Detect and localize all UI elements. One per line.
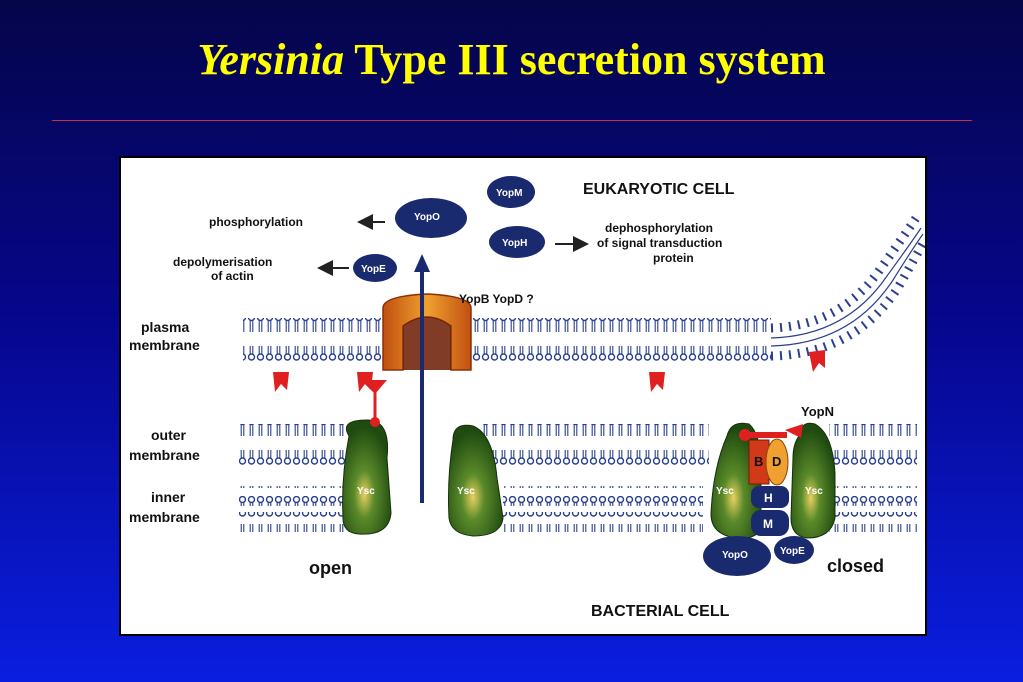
inner-membrane-label-2: membrane — [129, 509, 200, 525]
plasma-membrane — [243, 215, 925, 366]
outer-membrane-label-2: membrane — [129, 447, 200, 463]
yopn-chaperone — [739, 424, 803, 441]
depolymerisation-label-2: of actin — [211, 269, 254, 283]
ysc-open-right: Ysc — [448, 424, 504, 537]
yoph: YopH — [489, 226, 545, 258]
yopn-label: YopN — [801, 404, 834, 419]
diagram-figure: Ysc Ysc Ysc Ysc B D H M — [119, 156, 927, 636]
ysc-label: Ysc — [357, 486, 375, 497]
yope-bottom: YopE — [774, 536, 814, 564]
membrane-marker — [273, 372, 289, 392]
ysc-label: Ysc — [805, 486, 823, 497]
eukaryotic-cell-label: EUKARYOTIC CELL — [583, 181, 735, 198]
plasma-membrane-label-2: membrane — [129, 337, 200, 353]
phosphorylation-label: phosphorylation — [209, 215, 303, 229]
outer-membrane — [239, 424, 917, 470]
ysc-label: Ysc — [716, 486, 734, 497]
bacterial-cell-label: BACTERIAL CELL — [591, 603, 730, 620]
m-label: M — [763, 517, 773, 531]
yopb-yopd-label: YopB YopD ? — [459, 292, 534, 306]
b-label: B — [754, 454, 763, 469]
yope-bottom-label: YopE — [780, 546, 805, 557]
title-rest: Type III secretion system — [344, 35, 826, 84]
dephosphorylation-label-3: protein — [653, 251, 694, 265]
m-protein: M — [751, 510, 789, 536]
membrane-marker — [357, 372, 373, 392]
membrane-marker — [649, 372, 665, 392]
yopo-top: YopO — [395, 198, 467, 238]
yopo-bottom: YopO — [703, 536, 771, 576]
yopm-label: YopM — [496, 188, 522, 199]
yoph-label: YopH — [502, 238, 527, 249]
h-protein: H — [751, 486, 789, 508]
slide-title: Yersinia Type III secretion system — [0, 38, 1023, 82]
dephosphorylation-label-1: dephosphorylation — [605, 221, 713, 235]
title-divider — [52, 120, 972, 121]
closed-label: closed — [827, 556, 884, 576]
ysc-open-left: Ysc — [342, 419, 392, 535]
yopo-bottom-label: YopO — [722, 550, 748, 561]
outer-membrane-label-1: outer — [151, 427, 187, 443]
yopo-top-label: YopO — [414, 212, 440, 223]
yopm: YopM — [487, 176, 535, 208]
yopb-yopd-pore — [382, 293, 472, 371]
ysc-label: Ysc — [457, 486, 475, 497]
yope-top: YopE — [353, 254, 397, 282]
yope-top-label: YopE — [361, 264, 386, 275]
inner-membrane-label-1: inner — [151, 489, 186, 505]
h-label: H — [764, 491, 773, 505]
depolymerisation-label-1: depolymerisation — [173, 255, 272, 269]
title-italic: Yersinia — [197, 35, 345, 84]
secretion-arrow — [414, 254, 430, 503]
plasma-membrane-label-1: plasma — [141, 319, 189, 335]
inner-membrane — [239, 486, 917, 532]
d-label: D — [772, 454, 781, 469]
diagram-svg: Ysc Ysc Ysc Ysc B D H M — [129, 176, 925, 620]
b-protein: B — [748, 439, 770, 485]
open-label: open — [309, 558, 352, 578]
d-protein: D — [765, 438, 789, 486]
dephosphorylation-label-2: of signal transduction — [597, 236, 722, 250]
membrane-marker — [809, 350, 825, 372]
